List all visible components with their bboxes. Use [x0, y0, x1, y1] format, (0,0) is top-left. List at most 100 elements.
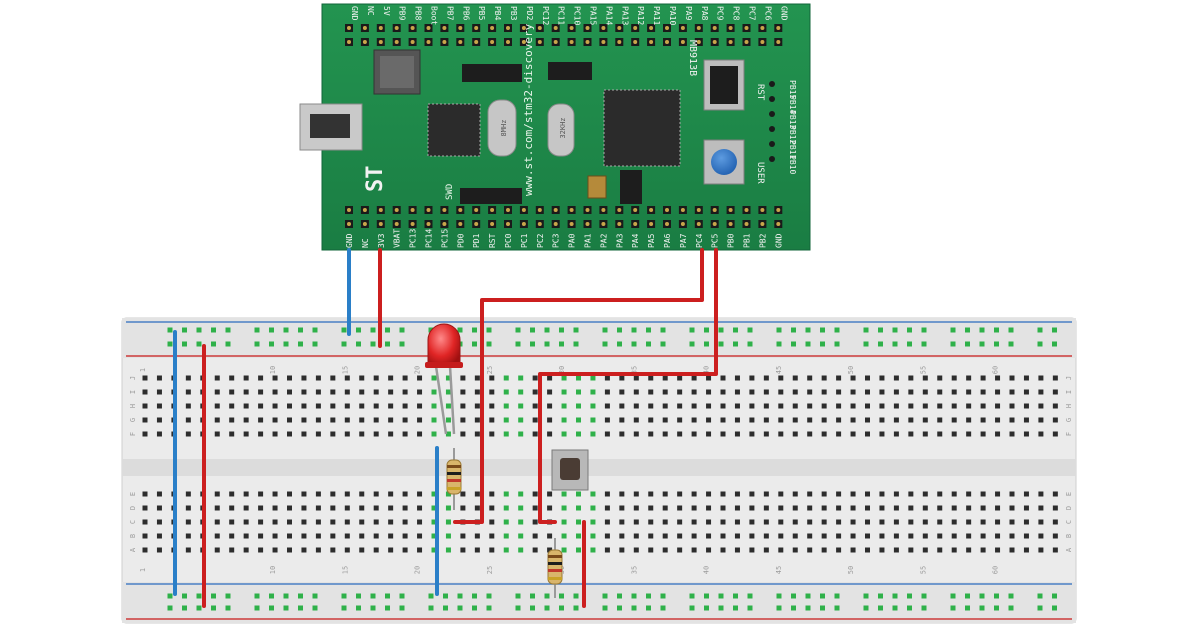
breadboard-hole — [850, 403, 856, 409]
breadboard-hole — [865, 389, 870, 395]
breadboard-hole — [951, 491, 957, 497]
breadboard-hole — [893, 389, 899, 395]
rail-hole — [892, 341, 898, 347]
breadboard-hole — [633, 403, 639, 409]
rail-hole — [878, 593, 883, 599]
reset-button-cap[interactable] — [710, 66, 738, 104]
top-pin-label: PA9 — [684, 6, 693, 21]
rail-hole — [399, 593, 405, 599]
breadboard-hole — [156, 519, 162, 525]
breadboard-hole — [821, 533, 827, 539]
breadboard-hole — [330, 547, 336, 553]
breadboard-hole — [156, 505, 162, 511]
breadboard-hole — [402, 417, 408, 423]
breadboard-hole — [792, 547, 798, 553]
rail-hole — [356, 593, 361, 599]
breadboard-hole — [1038, 519, 1044, 525]
header-pin-contact — [410, 208, 415, 212]
breadboard-hole — [662, 505, 668, 511]
breadboard-hole — [1009, 491, 1015, 497]
top-pin-label: PA10 — [668, 6, 677, 25]
rail-hole — [617, 327, 622, 333]
top-pin-label: PB8 — [414, 6, 423, 21]
breadboard-hole — [373, 519, 379, 525]
breadboard-hole — [720, 547, 726, 553]
breadboard-hole — [792, 417, 798, 423]
breadboard-hole — [287, 547, 292, 553]
breadboard-hole — [243, 491, 249, 497]
header-pin-contact — [458, 26, 463, 30]
push-button-cap[interactable] — [560, 458, 580, 480]
breadboard-hole — [922, 431, 928, 437]
breadboard-hole — [677, 491, 683, 497]
breadboard-hole — [489, 403, 495, 409]
breadboard-hole — [402, 389, 408, 395]
rail-hole — [254, 341, 260, 347]
breadboard-hole — [373, 417, 379, 423]
breadboard-hole — [373, 431, 379, 437]
breadboard-hole — [272, 505, 278, 511]
breadboard-hole — [1038, 533, 1044, 539]
breadboard-hole — [648, 431, 654, 437]
crystal1-label: 8MHz — [500, 120, 508, 137]
breadboard: 1101520253035404550556011015202530354045… — [121, 317, 1077, 624]
row-letter: C — [1065, 520, 1073, 524]
rail-hole — [370, 605, 376, 611]
header-pin-contact — [760, 222, 765, 226]
header-pin-contact — [553, 208, 558, 212]
header-pin-contact — [362, 26, 367, 30]
push-button[interactable] — [551, 449, 589, 491]
rail-hole — [718, 327, 724, 333]
rail-hole — [211, 341, 216, 347]
header-pin-contact — [680, 222, 685, 226]
header-pin-contact — [378, 40, 383, 44]
breadboard-hole — [966, 533, 972, 539]
header-pin-contact — [442, 208, 447, 212]
rail-hole — [385, 327, 390, 333]
breadboard-hole — [214, 431, 220, 437]
rail-hole — [356, 341, 361, 347]
rail-hole — [182, 327, 187, 333]
breadboard-hole — [893, 417, 899, 423]
breadboard-hole — [995, 431, 1001, 437]
breadboard-hole — [937, 491, 943, 497]
breadboard-hole — [417, 519, 423, 525]
breadboard-hole — [590, 431, 596, 437]
breadboard-hole — [258, 389, 264, 395]
user-button-cap[interactable] — [711, 149, 737, 175]
breadboard-hole — [648, 403, 654, 409]
header-pin-contact — [665, 222, 669, 226]
header-pin-contact — [665, 40, 669, 44]
rail-hole — [907, 605, 912, 611]
wire-pb1-button — [538, 248, 718, 524]
column-number: 1 — [139, 368, 147, 372]
header-pin-contact — [712, 26, 717, 30]
bottom-pin-label: PC15 — [440, 229, 449, 248]
rail-hole — [370, 327, 376, 333]
breadboard-hole — [229, 519, 235, 525]
breadboard-hole — [966, 519, 972, 525]
row-letter: I — [1065, 390, 1073, 394]
breadboard-hole — [258, 431, 264, 437]
rail-hole — [269, 327, 274, 333]
breadboard-hole — [503, 505, 509, 511]
breadboard-hole — [995, 533, 1001, 539]
breadboard-hole — [532, 417, 538, 423]
breadboard-hole — [344, 533, 350, 539]
rail-hole — [1008, 605, 1014, 611]
top-pin-label: PA13 — [620, 6, 629, 25]
breadboard-hole — [547, 547, 553, 553]
column-number: 15 — [341, 366, 349, 374]
rail-hole — [776, 341, 782, 347]
breadboard-hole — [301, 491, 307, 497]
rail-hole — [457, 327, 463, 333]
header-pin-contact — [744, 208, 749, 212]
breadboard-hole — [1052, 505, 1058, 511]
breadboard-hole — [807, 505, 813, 511]
breadboard-hole — [258, 491, 264, 497]
row-letter: C — [129, 520, 137, 524]
bottom-pin-label: PC0 — [504, 233, 513, 248]
breadboard-hole — [763, 403, 769, 409]
breadboard-hole — [417, 417, 423, 423]
